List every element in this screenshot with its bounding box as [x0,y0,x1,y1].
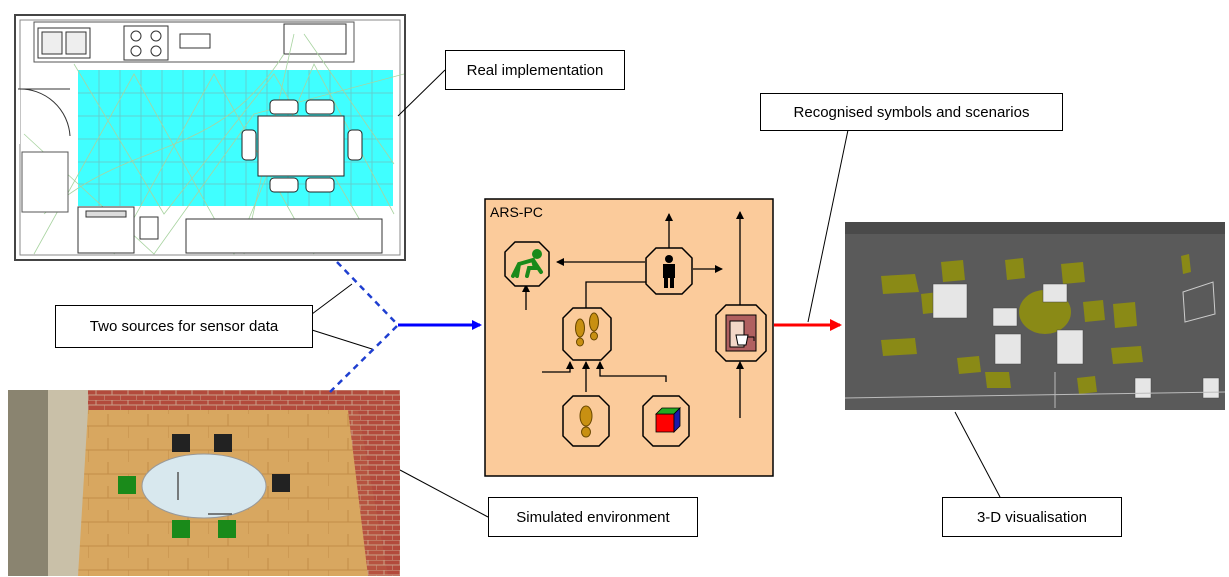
colored-cube-icon [642,395,690,447]
leader-3d [954,411,1001,498]
dashed-link-top [336,261,399,326]
person-crouching-icon [504,241,550,287]
simulated-room-image [8,390,400,576]
callout-simulated-environment: Simulated environment [488,497,698,537]
footprints-icon [562,307,612,361]
coffee-machine-icon [715,304,767,362]
kitchen-floorplan-image [14,14,406,261]
footprint-icon [562,395,610,447]
dashed-link-bottom [329,324,399,393]
leader-recognised [807,129,849,323]
callout-3d-visualisation: 3-D visualisation [942,497,1122,537]
person-standing-icon [645,247,693,295]
callout-two-sources: Two sources for sensor data [55,305,313,348]
leader-real [397,69,446,117]
visualisation-render-image [845,222,1225,410]
leader-sources-1 [311,283,353,315]
ars-pc-label: ARS-PC [490,204,543,220]
leader-sources-2 [311,329,373,350]
callout-recognised-symbols: Recognised symbols and scenarios [760,93,1063,131]
callout-real-implementation: Real implementation [445,50,625,90]
leader-simulated [399,469,489,518]
